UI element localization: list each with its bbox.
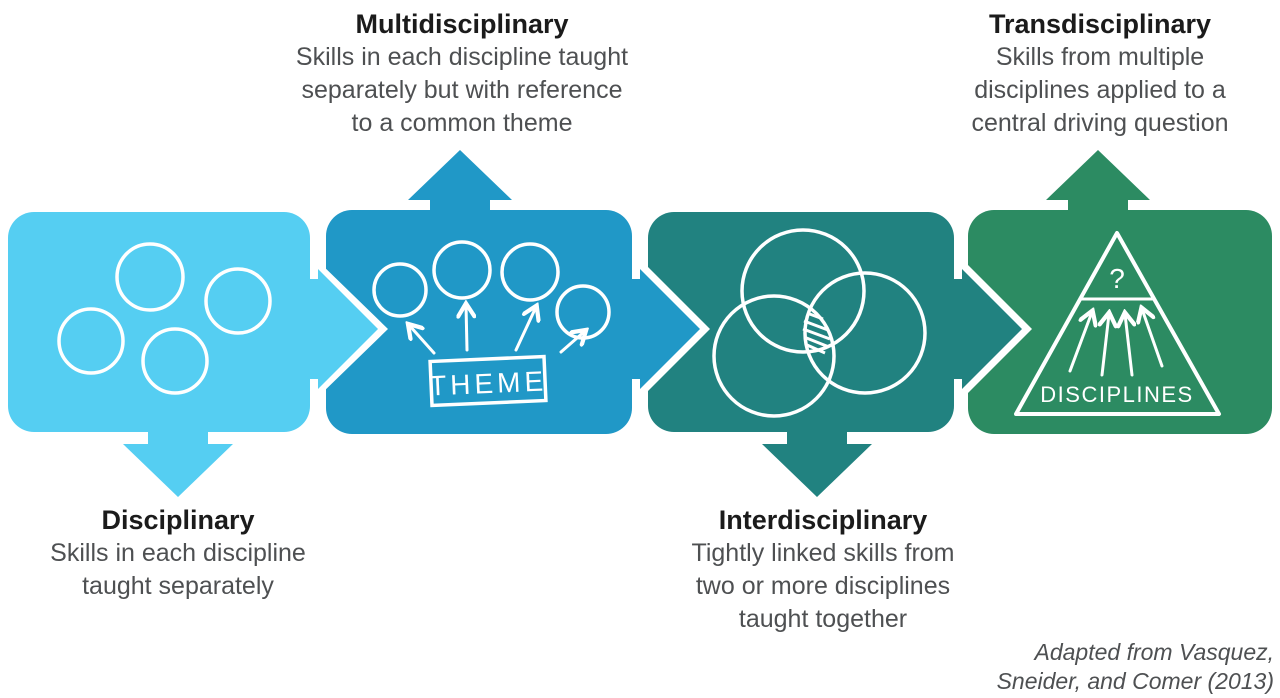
theme-arrow-icon — [514, 307, 536, 352]
multidisciplinary-block: THEME — [326, 150, 632, 434]
four-separate-circles-icon — [57, 242, 272, 395]
disciplines-triangle-icon: ? DISCIPLINES — [1014, 231, 1221, 416]
circles-linked-to-theme-icon: THEME — [372, 240, 611, 408]
theme-arrow-icon — [559, 331, 585, 354]
flow-arrow-1-icon — [304, 269, 378, 389]
transdisciplinary-label-block: Transdisciplinary Skills from multiple d… — [915, 8, 1280, 140]
discipline-circle — [141, 327, 209, 395]
down-arrow-icon — [123, 424, 233, 497]
stage-description-disciplinary: Skills in each discipline taught separat… — [50, 539, 306, 600]
transdisciplinary-block: ? DISCIPLINES — [968, 150, 1272, 434]
venn-hatching — [802, 311, 831, 355]
venn-circle — [803, 271, 927, 395]
stage-description-interdisciplinary: Tightly linked skills from two or more d… — [691, 539, 955, 633]
theme-box-label: THEME — [428, 365, 547, 401]
theme-box-outline — [428, 354, 548, 408]
venn-circles-icon — [712, 228, 927, 418]
disciplinary-panel — [8, 212, 310, 432]
question-mark-label: ? — [1109, 263, 1125, 294]
discipline-arrow-icon — [1102, 314, 1109, 377]
theme-arrow-icon — [466, 305, 467, 352]
theme-box: THEME — [428, 354, 548, 408]
venn-circle — [712, 294, 836, 418]
discipline-circle — [57, 307, 125, 375]
interdisciplinary-panel — [648, 212, 954, 432]
down-arrow-icon — [762, 424, 872, 497]
discipline-circle — [115, 242, 185, 312]
discipline-arrow-icon — [1142, 309, 1164, 368]
disciplines-label: DISCIPLINES — [1040, 382, 1193, 407]
venn-circle — [740, 228, 866, 354]
multidisciplinary-label-block: Multidisciplinary Skills in each discipl… — [277, 8, 647, 140]
source-attribution: Adapted from Vasquez, Sneider, and Comer… — [996, 639, 1274, 694]
flow-arrows — [304, 261, 1032, 397]
stage-label-transdisciplinary: Transdisciplinary — [988, 9, 1212, 39]
stage-description-multidisciplinary: Skills in each discipline taught separat… — [295, 43, 629, 137]
discipline-arrow-icon — [1068, 312, 1092, 373]
theme-link-arrows — [409, 305, 585, 355]
interdisciplinary-block — [648, 212, 954, 497]
disciplinary-label-block: Disciplinary Skills in each discipline t… — [18, 504, 338, 603]
flow-arrow-2-icon — [628, 269, 700, 389]
stage-label-multidisciplinary: Multidisciplinary — [355, 9, 569, 39]
discipline-circle — [432, 240, 492, 300]
triangle-outline — [1014, 231, 1221, 416]
stage-description-transdisciplinary: Skills from multiple disciplines applied… — [971, 43, 1229, 137]
stage-label-disciplinary: Disciplinary — [101, 505, 255, 535]
up-arrow-icon — [408, 150, 512, 218]
multidisciplinary-panel — [326, 210, 632, 434]
disciplinary-block — [8, 212, 310, 497]
up-arrow-icon — [1046, 150, 1150, 218]
discipline-circle — [372, 262, 428, 318]
theme-arrow-icon — [409, 325, 436, 355]
discipline-circle — [500, 242, 560, 302]
flow-arrow-3-icon — [950, 269, 1022, 389]
converging-arrows — [1068, 309, 1164, 377]
discipline-circle — [204, 267, 272, 335]
discipline-arrow-icon — [1125, 314, 1132, 377]
interdisciplinary-label-block: Interdisciplinary Tightly linked skills … — [650, 504, 996, 636]
stage-label-interdisciplinary: Interdisciplinary — [718, 505, 928, 535]
